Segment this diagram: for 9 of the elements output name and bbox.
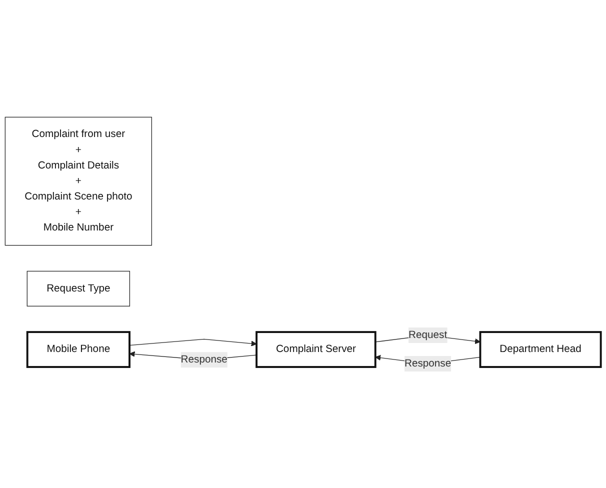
node-box: Department Head xyxy=(479,330,602,368)
edge-label: Response xyxy=(180,354,228,365)
arrow xyxy=(129,338,257,346)
edge-label: Response xyxy=(404,358,452,369)
node-box: Mobile Phone xyxy=(26,330,130,368)
node-box: Request Type xyxy=(26,270,130,306)
edge-label: Request xyxy=(408,329,448,340)
node-box: Complaint Server xyxy=(256,330,376,368)
node-box: Complaint from user + Complaint Details + Complaint Scene photo + Mobile Number xyxy=(4,116,152,246)
